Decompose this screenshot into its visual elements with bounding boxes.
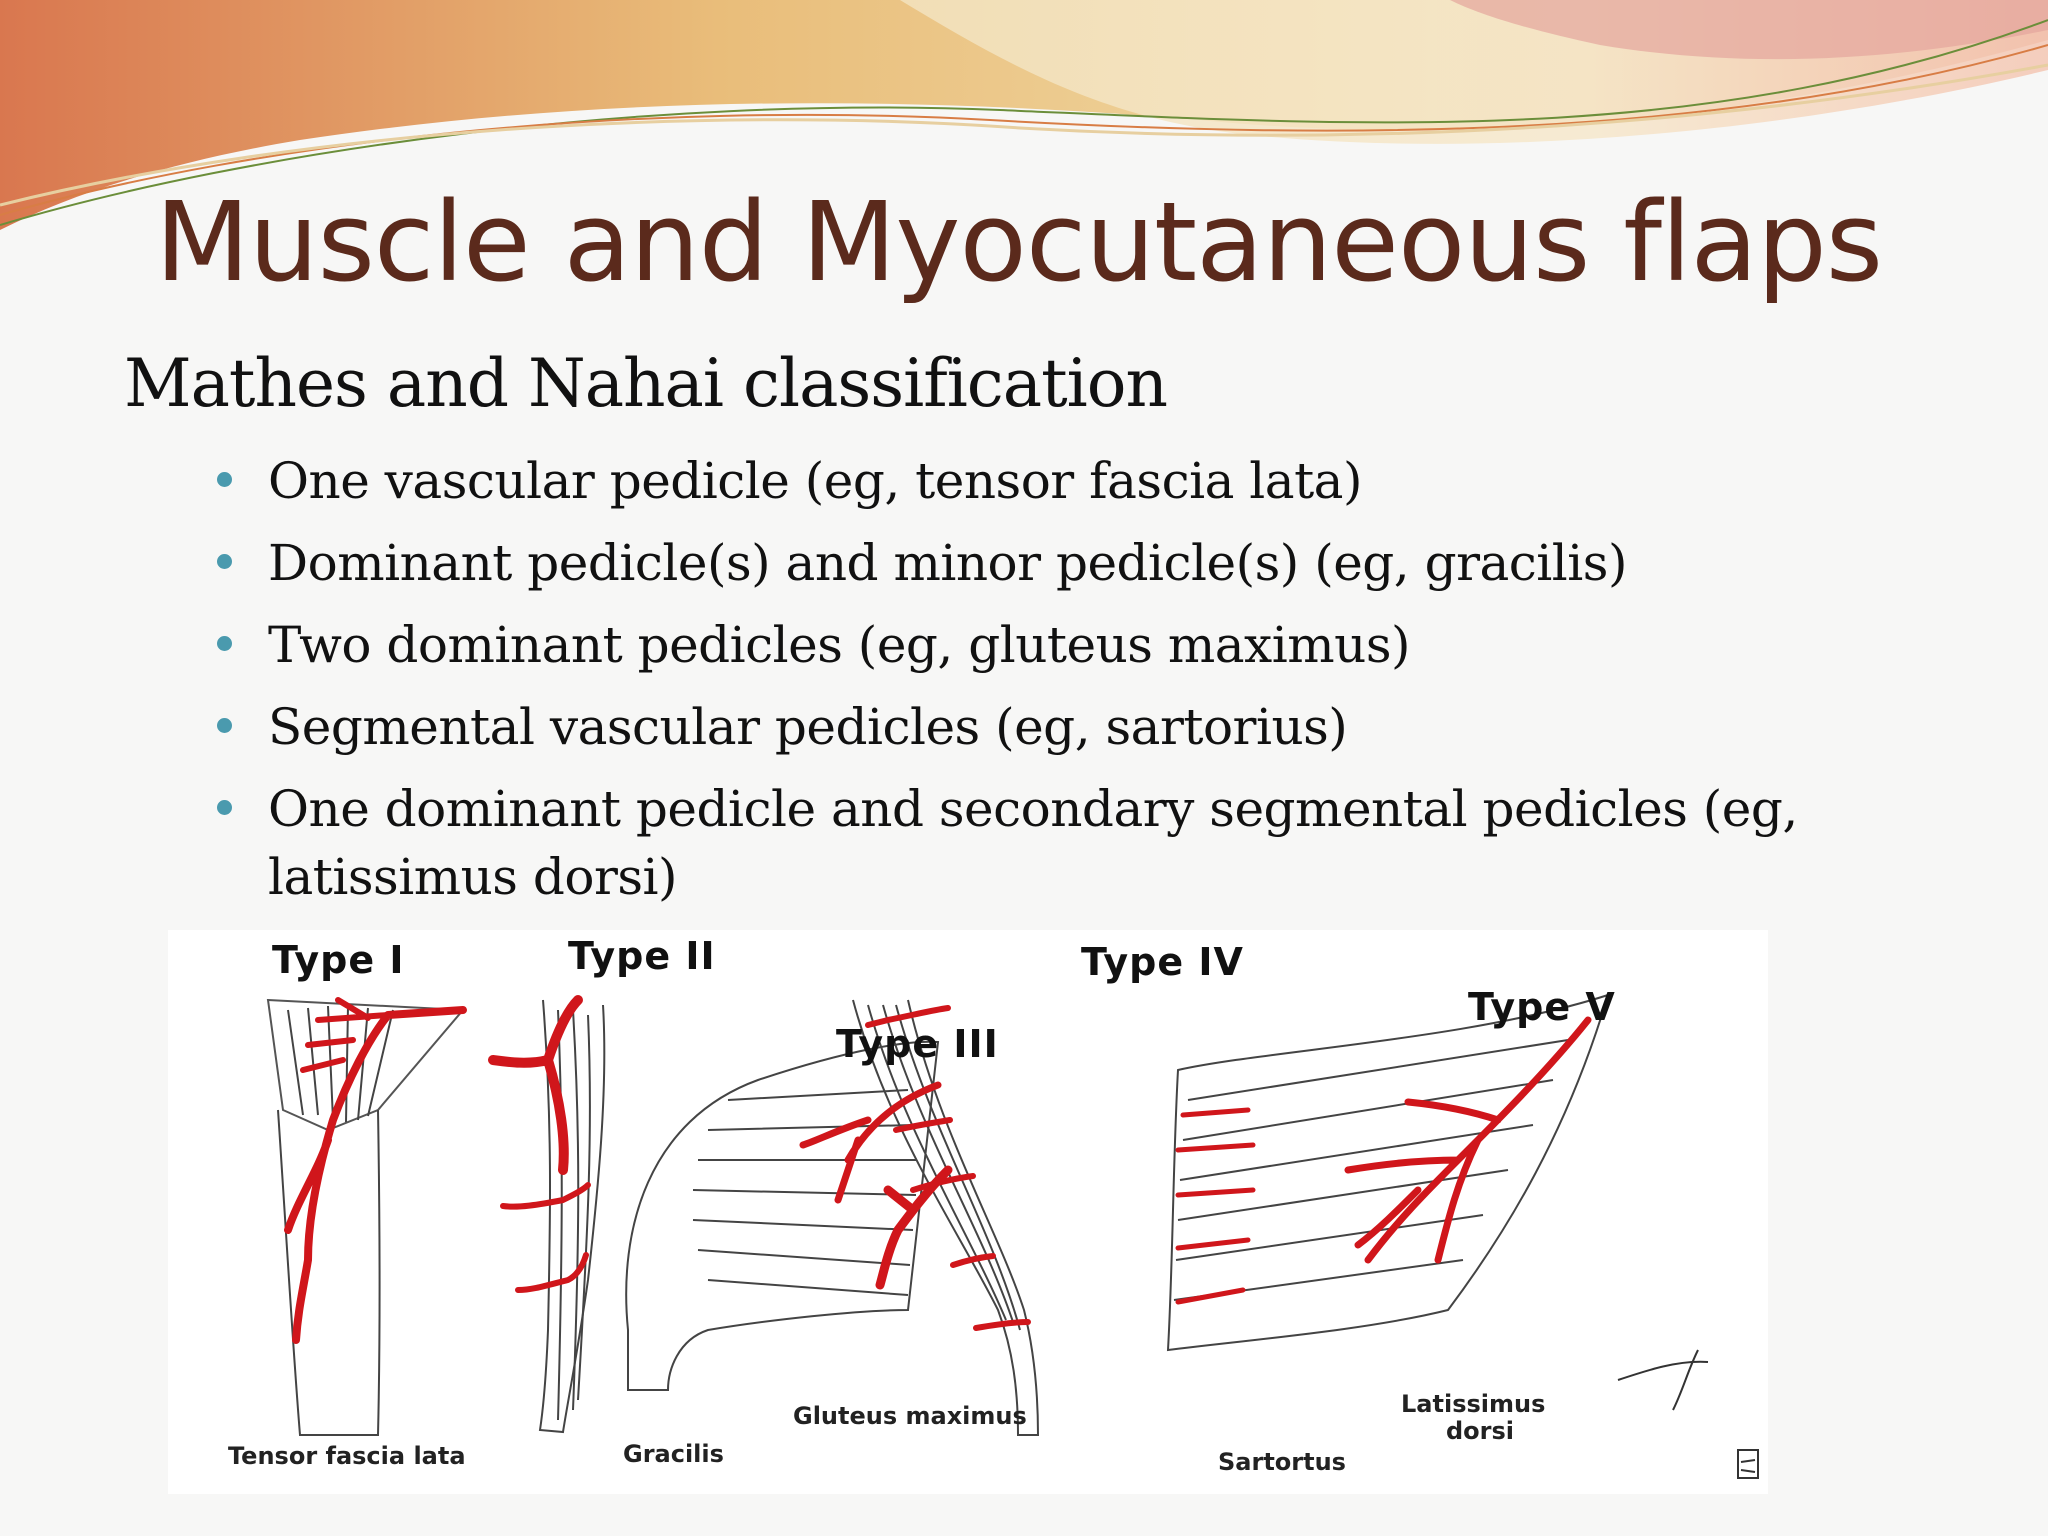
type-label: Type III [836, 1022, 999, 1066]
flap-classification-figure: Type I Type II Type III Type IV Type V T… [168, 930, 1768, 1494]
bullet-dot-icon [217, 472, 232, 487]
muscle-label: Sartortus [1218, 1448, 1346, 1476]
type-label: Type I [272, 938, 405, 982]
muscle-label: Gluteus maximus [793, 1402, 1027, 1430]
bullet-item: Dominant pedicle(s) and minor pedicle(s)… [205, 529, 1805, 597]
bullet-text: One dominant pedicle and secondary segme… [268, 780, 1798, 906]
slide-title: Muscle and Myocutaneous flaps [155, 178, 1883, 306]
bullet-text: Two dominant pedicles (eg, gluteus maxim… [268, 616, 1411, 674]
muscle-label: Gracilis [623, 1440, 724, 1468]
bullet-dot-icon [217, 554, 232, 569]
decorative-banner [0, 0, 2048, 230]
bullet-text: Segmental vascular pedicles (eg, sartori… [268, 698, 1348, 756]
type-label: Type II [568, 934, 716, 978]
bullet-text: One vascular pedicle (eg, tensor fascia … [268, 452, 1362, 510]
bullet-item: Segmental vascular pedicles (eg, sartori… [205, 693, 1805, 761]
bullet-item: Two dominant pedicles (eg, gluteus maxim… [205, 611, 1805, 679]
type-label: Type V [1468, 985, 1616, 1029]
bullet-text: Dominant pedicle(s) and minor pedicle(s)… [268, 534, 1627, 592]
bullet-item: One vascular pedicle (eg, tensor fascia … [205, 447, 1805, 515]
muscle-label: Latissimus [1401, 1390, 1546, 1418]
bullet-dot-icon [217, 718, 232, 733]
bullet-item: One dominant pedicle and secondary segme… [205, 775, 1805, 911]
slide-subtitle: Mathes and Nahai classification [124, 345, 1168, 422]
bullet-dot-icon [217, 800, 232, 815]
muscle-label: Tensor fascia lata [228, 1442, 466, 1470]
bullet-dot-icon [217, 636, 232, 651]
type-label: Type IV [1081, 940, 1244, 984]
muscle-label: dorsi [1446, 1417, 1515, 1445]
flap-illustration [266, 993, 1759, 1479]
bullet-list: One vascular pedicle (eg, tensor fascia … [205, 447, 1805, 925]
